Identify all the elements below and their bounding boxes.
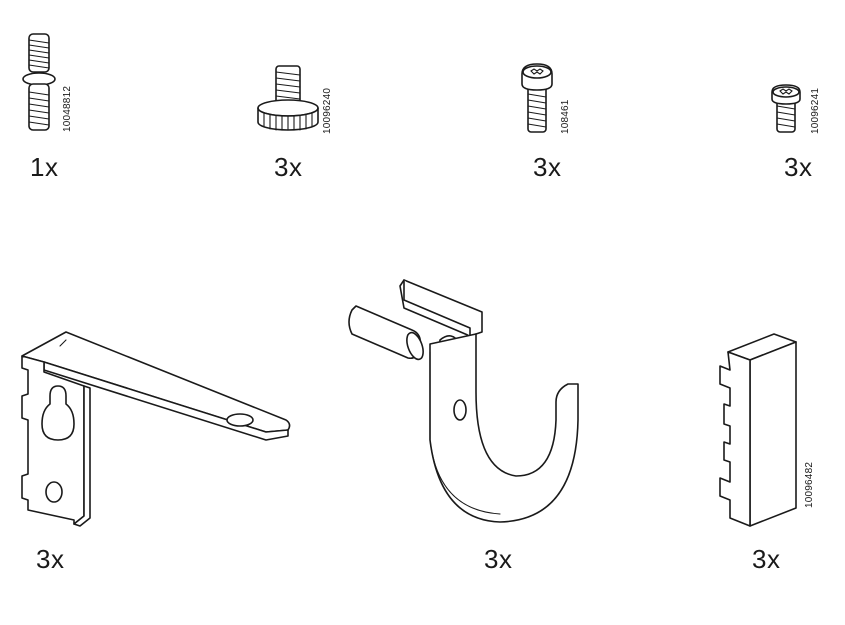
quantity-label: 3x <box>752 544 781 574</box>
quantity-label: 3x <box>274 152 303 182</box>
quantity-label: 3x <box>533 152 562 182</box>
quantity-label: 1x <box>30 152 59 182</box>
quantity-label: 3x <box>484 544 513 574</box>
double-ended-stud-bolt-icon <box>22 33 56 131</box>
article-number: 10096482 <box>804 461 815 508</box>
quantity-label: 3x <box>36 544 65 574</box>
quantity-label: 3x <box>784 152 813 182</box>
